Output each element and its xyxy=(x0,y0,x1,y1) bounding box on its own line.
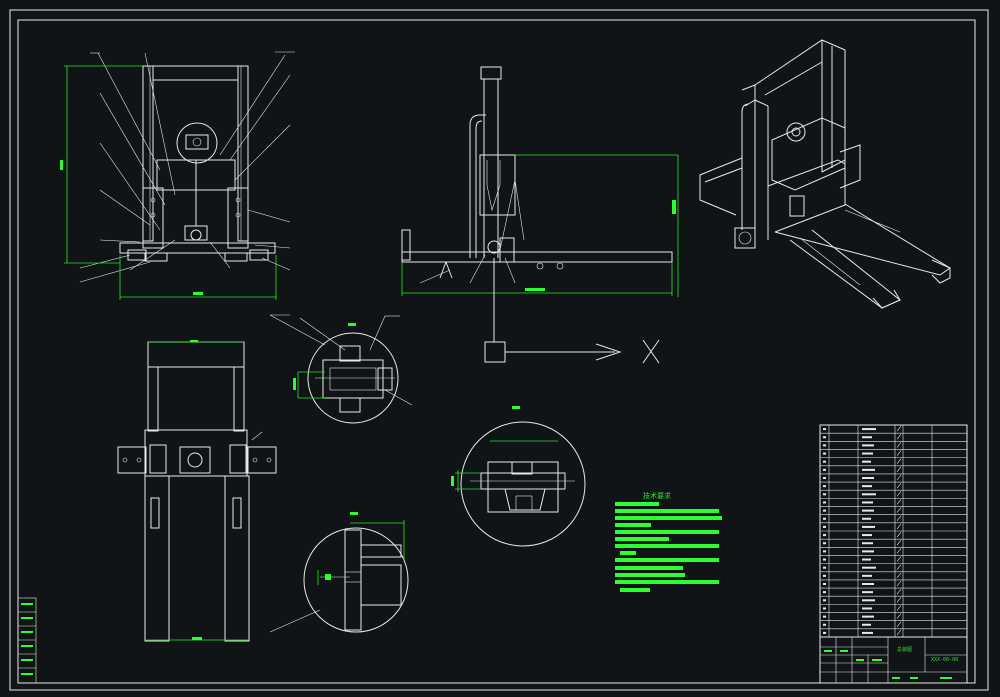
technical-notes: 技术要求 xyxy=(615,491,722,592)
title-block: 总装图 XXX-00-00 xyxy=(819,636,968,684)
isometric-view xyxy=(699,39,951,309)
detail-view-1 xyxy=(269,314,413,424)
front-view xyxy=(60,51,295,300)
detail-view-3 xyxy=(269,512,409,633)
notes-title: 技术要求 xyxy=(643,491,671,500)
drawing-code: XXX-00-00 xyxy=(931,657,958,663)
detail-view-2 xyxy=(451,406,586,547)
drawing-name: 总装图 xyxy=(897,646,912,653)
parts-list-table xyxy=(819,424,968,638)
top-view xyxy=(117,340,277,642)
side-view xyxy=(401,66,679,364)
drawing-border xyxy=(9,9,989,691)
left-margin-block xyxy=(17,597,37,684)
